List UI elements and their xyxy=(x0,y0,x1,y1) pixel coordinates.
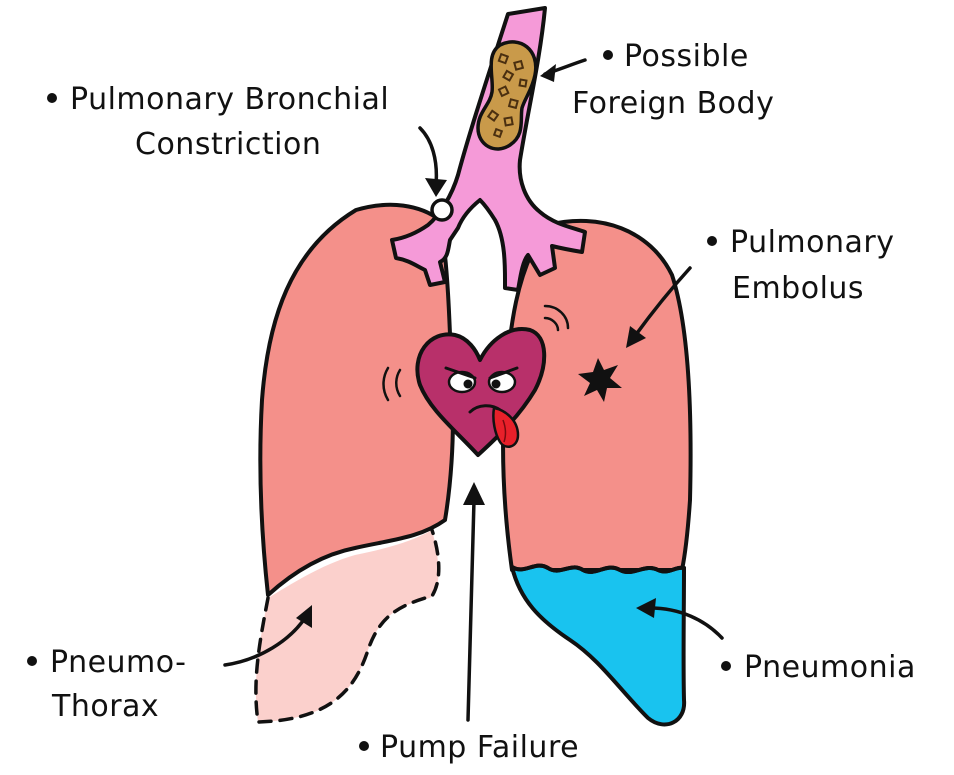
label-pulmonary-bronchial: Pulmonary Bronchial xyxy=(70,82,389,117)
bullet xyxy=(27,656,37,666)
label-foreign-body: Foreign Body xyxy=(572,86,774,121)
label-possible: Possible xyxy=(624,39,749,74)
label-thorax: Thorax xyxy=(51,689,159,724)
label-embolus: Embolus xyxy=(732,271,864,306)
arrow-bronchial xyxy=(420,128,436,185)
label-pneumo: Pneumo- xyxy=(50,645,187,680)
bullet xyxy=(707,236,717,246)
trachea xyxy=(392,8,585,290)
bullet xyxy=(603,50,613,60)
arrow-pump-failure xyxy=(468,500,474,720)
label-pneumonia: Pneumonia xyxy=(744,650,916,685)
bullet xyxy=(47,93,57,103)
label-pulmonary: Pulmonary xyxy=(730,225,894,260)
pneumonia-fluid xyxy=(512,566,684,725)
bullet xyxy=(359,741,369,751)
bronchial-constriction xyxy=(432,200,452,220)
bullet xyxy=(721,661,731,671)
label-pump-failure: Pump Failure xyxy=(380,730,579,765)
label-constriction: Constriction xyxy=(135,127,321,162)
